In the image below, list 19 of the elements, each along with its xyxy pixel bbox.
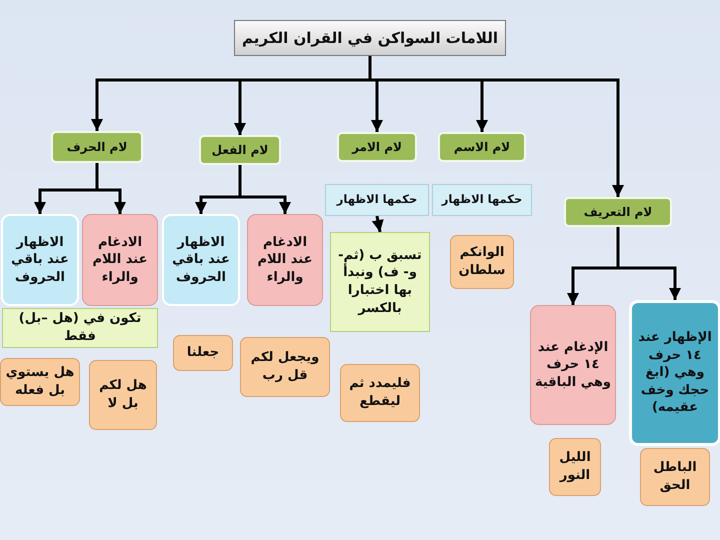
example-box: الوانكم سلطان (450, 235, 514, 289)
category-box: لام التعريف (564, 197, 672, 227)
example-box: هل لكم بل لا (89, 360, 157, 430)
example-box: فليمدد ثم ليقطع (340, 364, 420, 422)
arrow (368, 56, 624, 197)
example-box: جعلنا (173, 335, 233, 371)
arrow (238, 165, 291, 214)
example-box: ويجعل لكم قل رب (240, 337, 330, 397)
arrow (616, 227, 681, 300)
title-box: اللامات السواكن في القران الكريم (234, 20, 506, 56)
example-box: الليل النور (549, 438, 601, 496)
arrow (372, 216, 384, 232)
example-box: هل يستوي بل فعله (0, 358, 80, 406)
category-box: لام الامر (337, 132, 417, 162)
arrow (96, 163, 126, 214)
example-box: الباطل الحق (640, 448, 710, 506)
category-box: لام الاسم (438, 132, 526, 162)
category-box: لام الفعل (199, 135, 281, 165)
category-box: لام الحرف (51, 131, 143, 163)
